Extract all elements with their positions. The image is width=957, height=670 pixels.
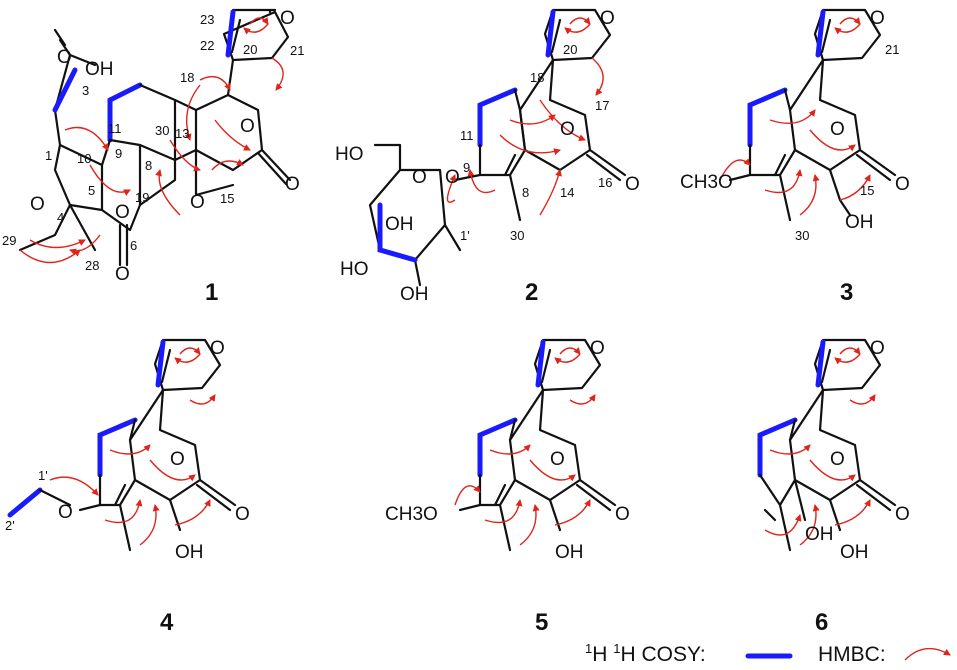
c1-o-ether-19: O <box>115 202 130 223</box>
c1-n9: 9 <box>115 146 122 161</box>
cosy-h-2: H COSY: <box>620 643 705 666</box>
c2-ho-left: HO <box>340 259 369 280</box>
c2-n17: 17 <box>595 98 609 113</box>
c5-och3: CH3O <box>385 504 438 525</box>
c3-n30: 30 <box>795 228 809 243</box>
c4-o-ether: O <box>58 502 73 523</box>
compound-5: O CH3O O O OH 5 <box>385 338 630 636</box>
cosy-h-1: H <box>592 643 613 666</box>
c1-n30: 30 <box>155 123 169 138</box>
c5-o-lactone-ring: O <box>550 449 565 470</box>
c4-o-lactone-ring: O <box>170 449 185 470</box>
c2-o-lactone-co: O <box>625 174 640 195</box>
c1-n13: 13 <box>175 126 189 141</box>
c2-n18: 18 <box>530 70 544 85</box>
c1-n29: 29 <box>2 233 16 248</box>
c2-oh-mid: OH <box>385 214 414 235</box>
compound-1: O OH O O O O O O O 23 22 20 21 3 18 11 3… <box>2 8 304 306</box>
c2-o-glyc: O <box>445 167 460 188</box>
c6-o-lactone-ring: O <box>830 449 845 470</box>
c2-n30: 30 <box>510 228 524 243</box>
c2-n14: 14 <box>560 185 574 200</box>
compound-4: O O O O OH 1' 2' 4 <box>5 338 250 636</box>
c5-oh: OH <box>555 542 584 563</box>
hmbc-legend-label: HMBC: <box>818 643 886 666</box>
compound-2: O HO O O HO OH OH O O 20 18 17 11 9 1' 8… <box>335 8 640 306</box>
c1-n3: 3 <box>82 83 89 98</box>
c6-oh-right: OH <box>840 542 869 563</box>
c6-o-furan: O <box>870 338 885 359</box>
c3-oh: OH <box>845 212 874 233</box>
c2-oh-bottom: OH <box>400 284 429 305</box>
c1-n21: 21 <box>290 43 304 58</box>
c1-o-acid: O <box>57 47 72 68</box>
c1-o-lactone-ring: O <box>240 116 255 137</box>
c3-o-lactone-ring: O <box>830 119 845 140</box>
c2-n1p: 1' <box>460 228 470 243</box>
c1-n15: 15 <box>220 191 234 206</box>
c2-o-ring: O <box>412 167 427 188</box>
cosy-legend-label: 1H 1H COSY: <box>585 641 706 666</box>
c1-n11: 11 <box>108 121 122 136</box>
c1-n5: 5 <box>88 183 95 198</box>
c1-o-lactone-co: O <box>285 174 300 195</box>
c1-o-ether-left: O <box>30 194 45 215</box>
c2-ho-top: HO <box>335 144 364 165</box>
compound-6-label: 6 <box>815 609 828 636</box>
c3-o-furan: O <box>870 8 885 29</box>
compound-6: O O O OH OH 6 <box>757 338 910 636</box>
c6-oh-left: OH <box>805 524 834 545</box>
c4-o-furan: O <box>210 338 225 359</box>
compound-3-label: 3 <box>840 279 853 306</box>
compound-1-label: 1 <box>205 279 218 306</box>
c4-n1p: 1' <box>38 468 48 483</box>
c2-o-lactone-ring: O <box>560 119 575 140</box>
c1-o-furan: O <box>280 8 295 29</box>
c6-o-lactone-co: O <box>895 504 910 525</box>
c4-oh: OH <box>175 542 204 563</box>
c1-n22: 22 <box>200 38 214 53</box>
c3-n15: 15 <box>860 183 874 198</box>
c1-n6: 6 <box>130 238 137 253</box>
c4-o-lactone-co: O <box>235 504 250 525</box>
c2-o-furan: O <box>600 8 615 29</box>
c3-o-lactone-co: O <box>895 174 910 195</box>
c3-och3: CH3O <box>680 172 733 193</box>
c1-n28: 28 <box>85 258 99 273</box>
c1-n23: 23 <box>200 12 214 27</box>
compound-2-label: 2 <box>525 279 538 306</box>
c2-n16: 16 <box>598 175 612 190</box>
c1-oh: OH <box>85 59 114 80</box>
compound-3: O CH3O O O OH 21 15 30 3 <box>680 8 910 306</box>
compound-4-label: 4 <box>160 609 174 636</box>
c1-n18: 18 <box>180 70 194 85</box>
c1-n20: 20 <box>243 42 257 57</box>
c2-n8: 8 <box>522 185 529 200</box>
c5-o-furan: O <box>590 338 605 359</box>
c2-n9: 9 <box>463 160 470 175</box>
c2-n11: 11 <box>460 128 474 143</box>
cosy-sup-2: 1 <box>613 641 620 656</box>
c1-n10: 10 <box>77 151 91 166</box>
c4-n2p: 2' <box>5 518 15 533</box>
c1-o-ether-15: O <box>190 192 205 213</box>
legend: 1H 1H COSY: HMBC: <box>585 641 951 666</box>
c5-o-lactone-co: O <box>615 504 630 525</box>
cosy-sup-1: 1 <box>585 641 592 656</box>
c1-n4: 4 <box>57 210 64 225</box>
c1-o-ketone: O <box>115 264 130 285</box>
c2-n20: 20 <box>563 42 577 57</box>
compound-5-label: 5 <box>535 609 548 636</box>
c1-n8: 8 <box>145 158 152 173</box>
c3-n21: 21 <box>885 42 899 57</box>
hmbc-legend-arrow <box>904 647 951 661</box>
c1-n19: 19 <box>135 190 149 205</box>
c1-n1: 1 <box>45 148 52 163</box>
